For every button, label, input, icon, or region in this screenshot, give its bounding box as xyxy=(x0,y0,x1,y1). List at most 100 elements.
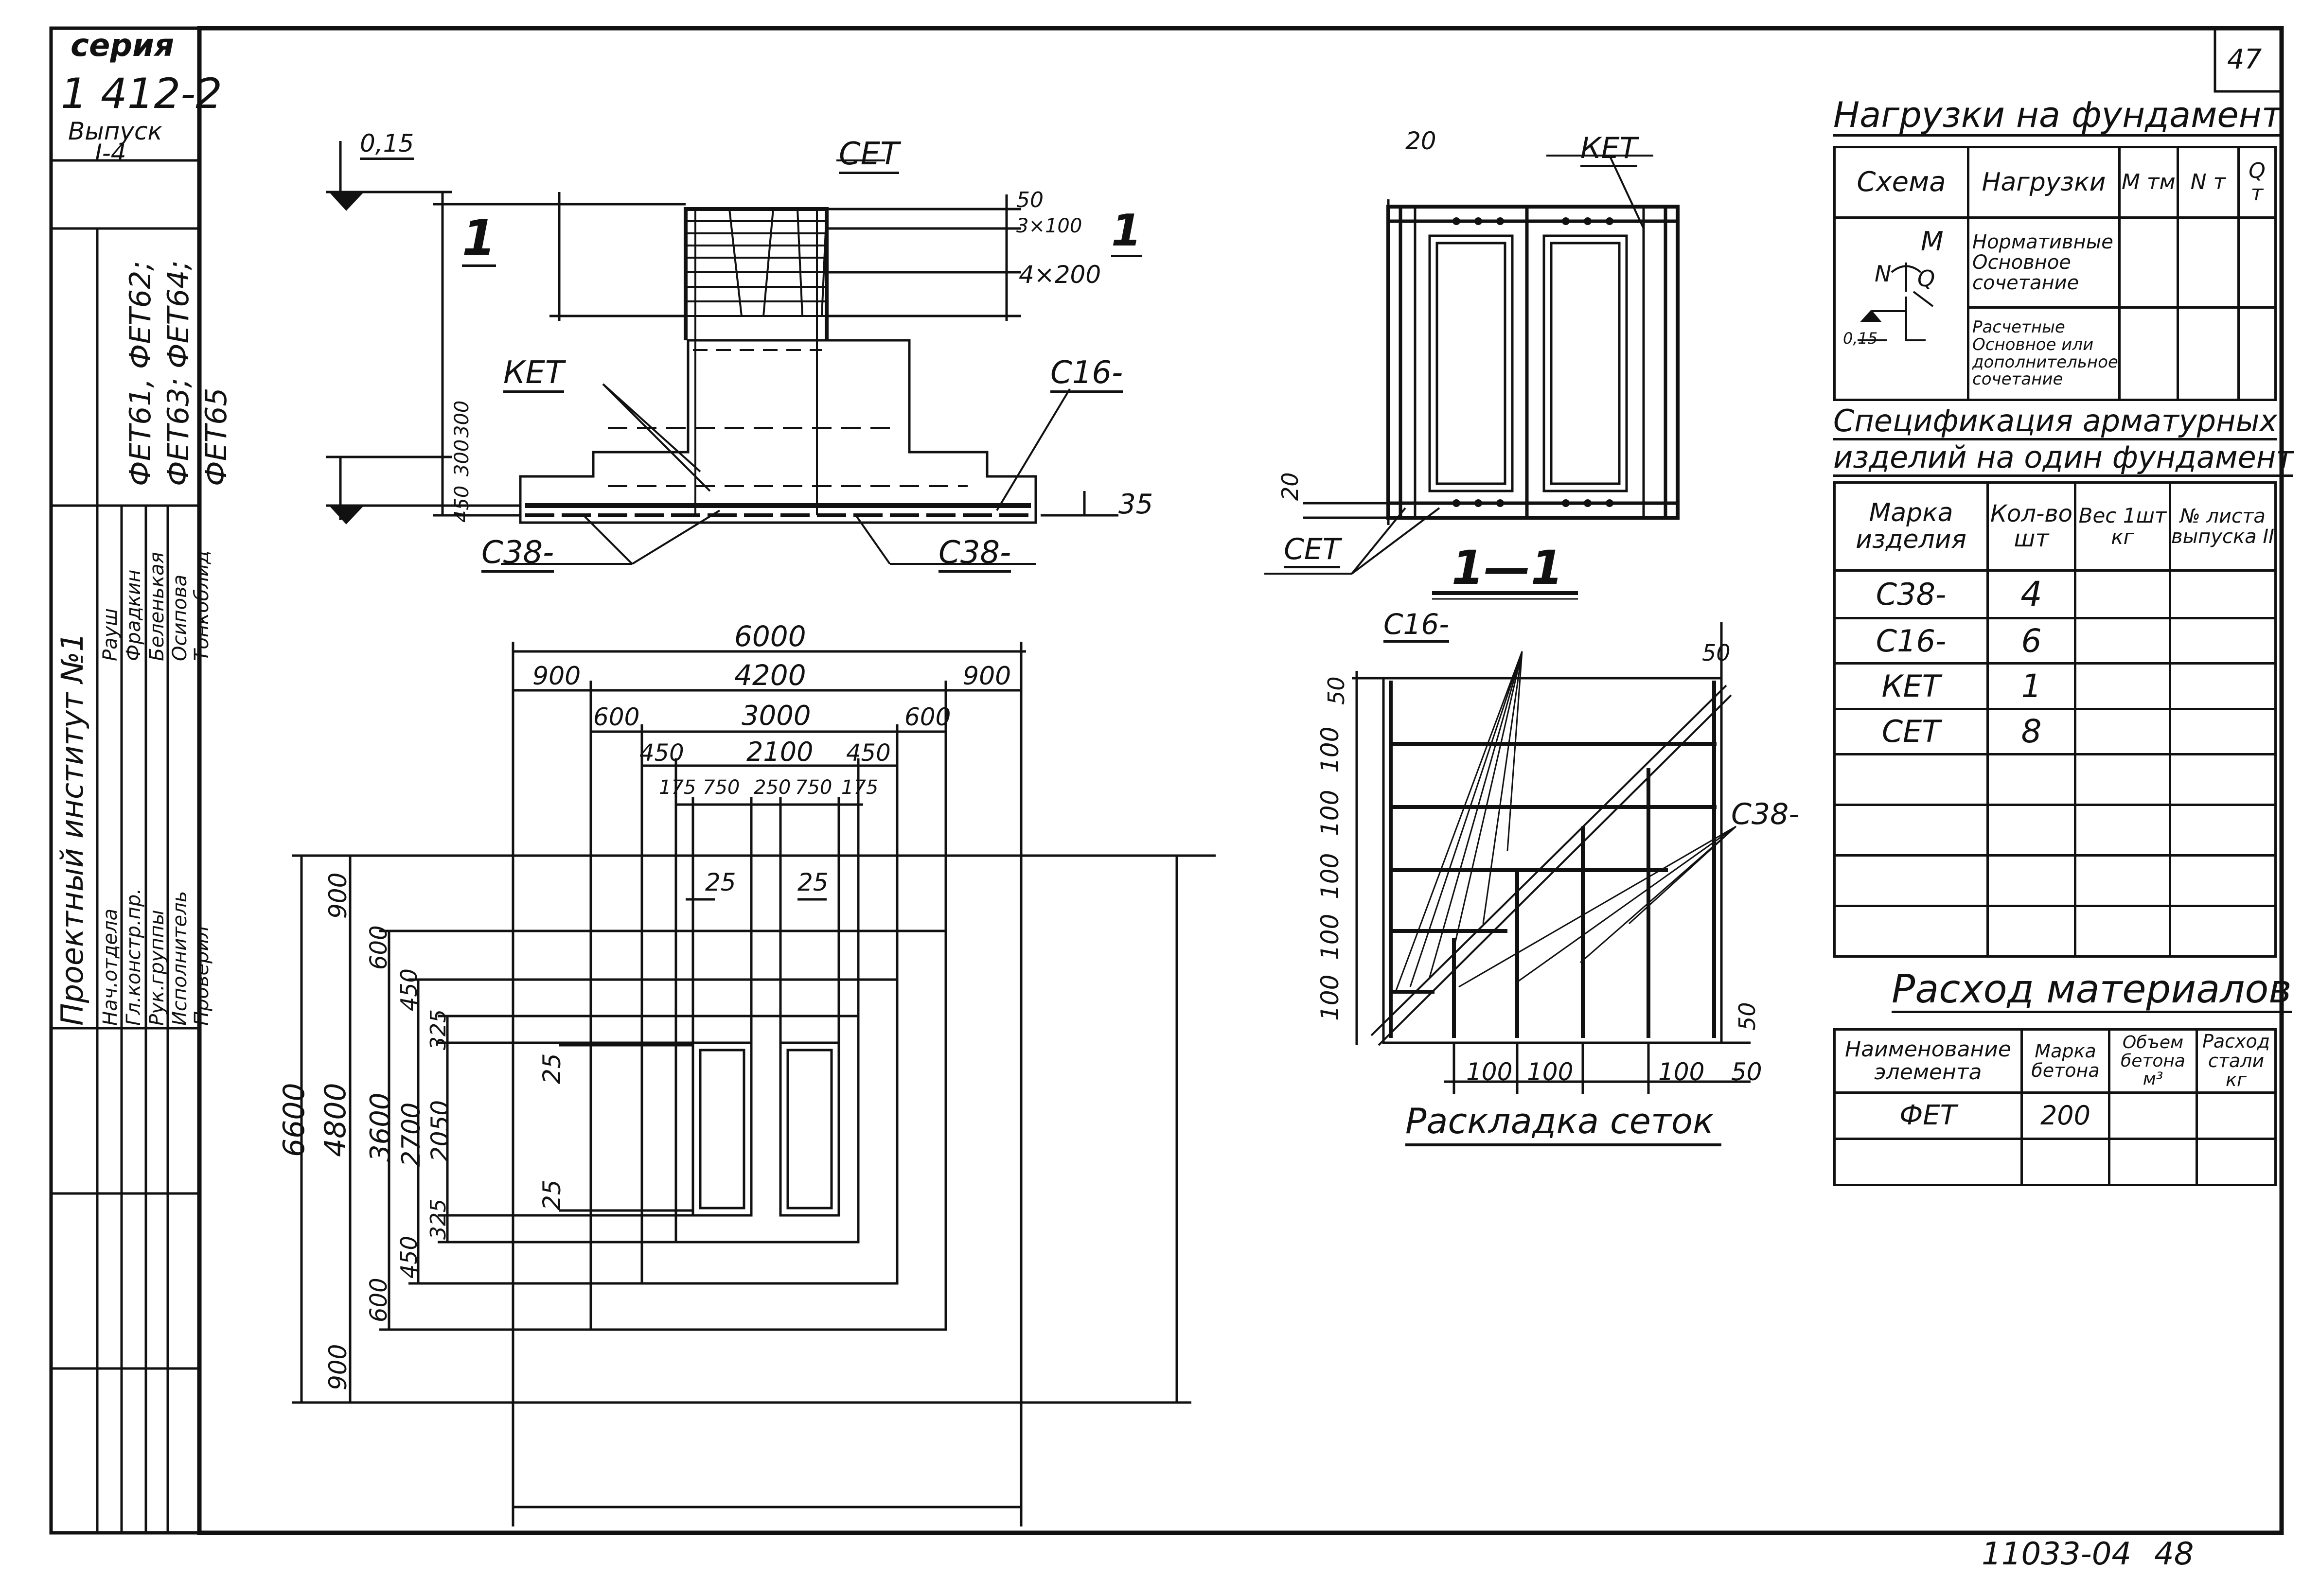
label-set-section: СЕТ xyxy=(839,139,900,174)
spec-header-mark: Марка изделия xyxy=(1833,481,1989,572)
dim-25-top-right: 25 xyxy=(797,868,829,896)
dim-25-left-top: 25 xyxy=(538,1053,566,1084)
spec-header-sheet: № листа выпуска II xyxy=(2169,481,2277,572)
dim-50-right-top: 50 xyxy=(1702,640,1731,666)
section-mark-right: 1 xyxy=(1111,205,1142,257)
dim-600-top-left: 600 xyxy=(593,703,640,731)
dim-900-top-left: 900 xyxy=(532,662,581,691)
loads-row-normative: Нормативные Основное сочетание xyxy=(1967,216,2121,309)
role-4: Исполнитель xyxy=(169,891,191,1026)
loads-cell-m-1 xyxy=(2118,216,2179,309)
label-c38-mesh: С38- xyxy=(1731,797,1799,831)
label-ket-frame: КЕТ xyxy=(1580,134,1638,167)
spec-row-2-sheet xyxy=(2169,617,2277,665)
dim-450-top-left: 450 xyxy=(639,739,684,767)
page-number: 47 xyxy=(2227,44,2262,75)
dim-175-right: 175 xyxy=(841,776,879,799)
issue-number: I-4 xyxy=(95,139,126,167)
spec-row-1-sheet xyxy=(2169,569,2277,620)
label-c38-right: С38- xyxy=(939,537,1011,573)
spec-row-3-qty: 1 xyxy=(1986,662,2076,710)
spec-table-title-1: Спецификация арматурных xyxy=(1833,406,2278,440)
scheme-q-label: Q xyxy=(1917,265,1935,292)
section-drawing-lines xyxy=(326,141,1118,565)
dim-450-left-top: 450 xyxy=(396,968,422,1011)
loads-cell-q-1 xyxy=(2237,216,2277,309)
materials-header-volume: Объем бетона м³ xyxy=(2108,1028,2198,1094)
loads-header-scheme: Схема xyxy=(1833,146,1969,219)
dim-25-left-bottom: 25 xyxy=(538,1179,566,1210)
footer-code: 11033-04 xyxy=(1982,1536,2132,1572)
scheme-level-label: 0,15 xyxy=(1843,329,1878,348)
issue-label: Выпуск xyxy=(68,117,162,145)
series-number: 1 412-2 xyxy=(61,70,222,118)
materials-table: Наименование элемента Марка бетона Объем… xyxy=(1833,1028,2277,1186)
dim-2100: 2100 xyxy=(746,737,814,767)
materials-row-1-grade: 200 xyxy=(2020,1091,2110,1140)
loads-cell-n-2 xyxy=(2176,306,2240,401)
series-label: серия xyxy=(71,28,175,64)
spec-row-4-mark: СЕТ xyxy=(1833,707,1989,755)
role-1: Нач.отдела xyxy=(99,908,122,1026)
dim-4x200: 4×200 xyxy=(1019,261,1101,289)
dim-450-section: 450 xyxy=(451,485,473,523)
dim-50-mesh-left: 50 xyxy=(1323,676,1349,705)
dim-100-mesh-bottom-2: 100 xyxy=(1527,1058,1574,1086)
materials-header-steel: Расход стали кг xyxy=(2196,1028,2277,1094)
dim-100-mesh-left-4: 100 xyxy=(1316,913,1344,960)
name-5: Тонкоблид xyxy=(191,550,213,661)
dim-900-top-right: 900 xyxy=(963,662,1011,691)
materials-row-1-element: ФЕТ xyxy=(1833,1091,2023,1140)
spec-row-1-weight xyxy=(2074,569,2171,620)
spec-header-weight: Вес 1шт кг xyxy=(2074,481,2171,572)
dim-175-left: 175 xyxy=(659,776,696,799)
dim-600-left-top: 600 xyxy=(365,925,392,970)
spec-row-4-sheet xyxy=(2169,707,2277,755)
spec-header-qty: Кол-во шт xyxy=(1986,481,2076,572)
loads-table: Схема Нагрузки M тм N т Q т M N Q 0,15 Н… xyxy=(1833,146,2277,401)
name-4: Осипова xyxy=(169,574,191,661)
scheme-n-label: N xyxy=(1875,261,1892,287)
dim-100-mesh-left-2: 100 xyxy=(1316,789,1344,836)
spec-row-1-qty: 4 xyxy=(1986,569,2076,620)
loads-header-m: M тм xyxy=(2118,146,2179,219)
mesh-layout-title: Раскладка сеток xyxy=(1405,1101,1714,1141)
dim-600-left-bottom: 600 xyxy=(365,1278,392,1322)
label-ket-section: КЕТ xyxy=(503,357,564,393)
spec-row-1-mark: С38- xyxy=(1833,569,1989,620)
loads-scheme-cell: M N Q 0,15 xyxy=(1833,216,1969,401)
materials-row-1-volume xyxy=(2108,1091,2198,1140)
loads-header-q: Q т xyxy=(2237,146,2277,219)
frame-drawing-lines xyxy=(1264,155,1680,600)
dim-600-top-right: 600 xyxy=(904,703,951,731)
dim-35: 35 xyxy=(1118,489,1153,520)
role-3: Рук.группы xyxy=(146,910,168,1026)
dim-325-top: 325 xyxy=(426,1009,451,1050)
footer-sheet: 48 xyxy=(2154,1536,2194,1572)
dim-900-left-top: 900 xyxy=(324,872,352,919)
loads-cell-m-2 xyxy=(2118,306,2179,401)
dim-4800: 4800 xyxy=(319,1083,353,1157)
mesh-drawing-lines xyxy=(1352,622,1751,1146)
dim-20-left: 20 xyxy=(1277,472,1303,501)
institute-name: Проектный институт №1 xyxy=(54,632,90,1026)
dim-100-mesh-left-5: 100 xyxy=(1316,974,1344,1021)
materials-row-1-steel xyxy=(2196,1091,2277,1140)
dim-300-a: 300 xyxy=(451,400,473,438)
spec-row-4-qty: 8 xyxy=(1986,707,2076,755)
dim-3x100: 3×100 xyxy=(1016,215,1082,237)
dim-100-mesh-left-1: 100 xyxy=(1316,726,1344,773)
spec-row-2-qty: 6 xyxy=(1986,617,2076,665)
dim-6000: 6000 xyxy=(734,620,806,653)
level-top-mark: 0,15 xyxy=(360,131,414,160)
loads-row-design: Расчетные Основное или дополнительное со… xyxy=(1967,306,2121,401)
spec-row-4-weight xyxy=(2074,707,2171,755)
dim-900-left-bottom: 900 xyxy=(324,1344,352,1390)
role-5: Проверил xyxy=(191,926,213,1026)
spec-row-3-weight xyxy=(2074,662,2171,710)
dim-50-mesh-bottom: 50 xyxy=(1731,1058,1762,1086)
dim-100-mesh-bottom-3: 100 xyxy=(1658,1058,1705,1086)
label-set-frame: СЕТ xyxy=(1284,535,1341,568)
loads-header-n: N т xyxy=(2176,146,2240,219)
spec-row-3-sheet xyxy=(2169,662,2277,710)
